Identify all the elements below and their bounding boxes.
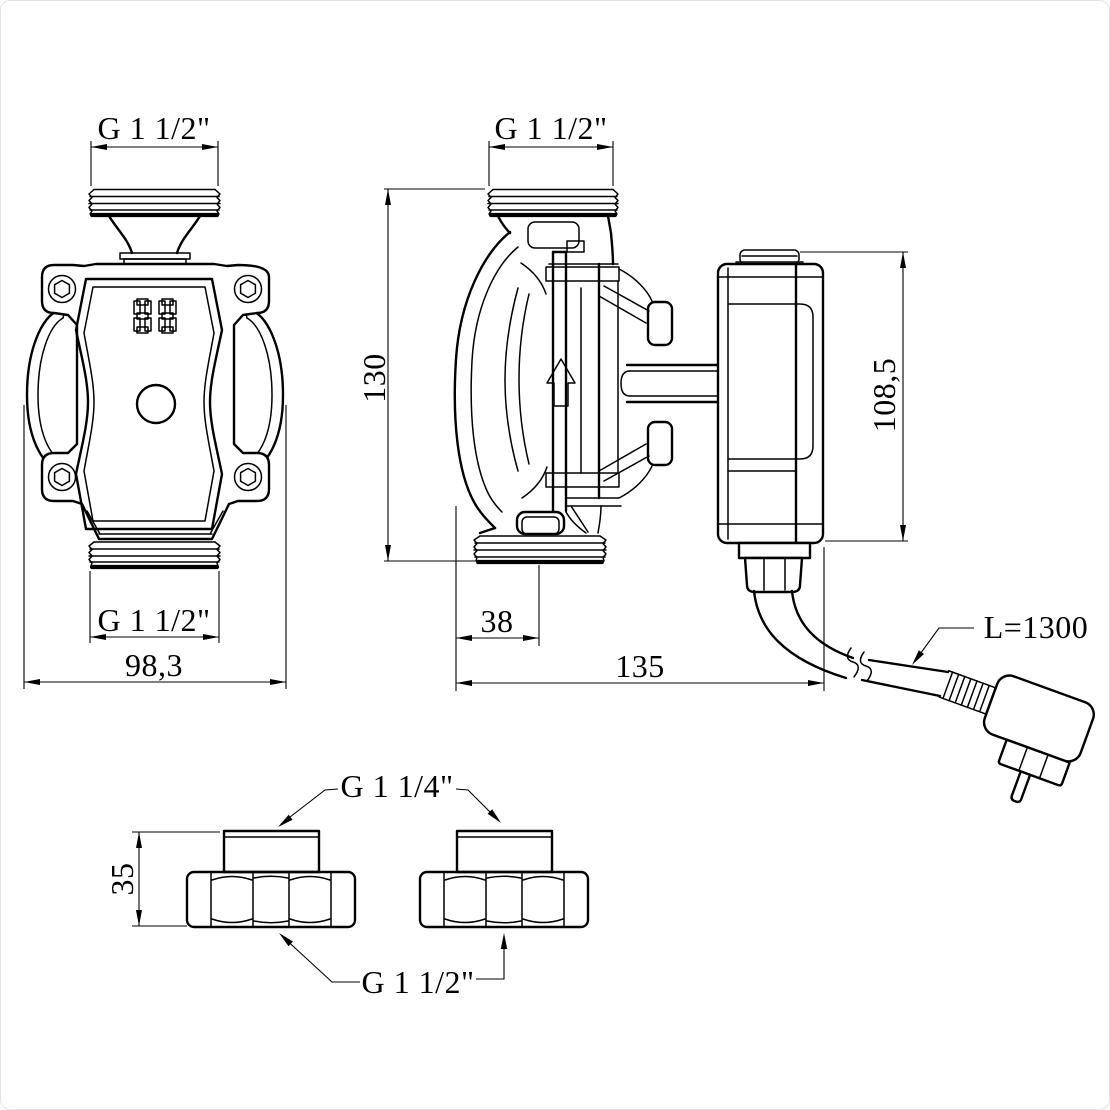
flow-arrow-icon xyxy=(546,358,576,407)
control-button xyxy=(135,383,177,425)
cable-gland xyxy=(737,541,812,594)
dim-label-width-98-3: 98,3 xyxy=(125,647,183,683)
motor-brackets xyxy=(598,268,674,499)
dimension-lines xyxy=(23,141,974,983)
front-bevel-line-left xyxy=(86,510,101,535)
dim-label-front-bottom-thread: G 1 1/2" xyxy=(97,602,211,638)
corner-screws xyxy=(47,274,263,492)
motor-neck xyxy=(620,363,721,404)
pump-head-stack xyxy=(545,250,622,533)
front-face-inner xyxy=(83,286,215,522)
inlet-left xyxy=(496,214,512,235)
fitting-left xyxy=(185,829,357,929)
dim-label-side-top-thread: G 1 1/2" xyxy=(494,110,608,146)
cable-edge2 xyxy=(790,589,855,660)
fitting-left-nut xyxy=(185,870,357,929)
seven-segment-display xyxy=(133,298,177,334)
pump-front-plate xyxy=(40,262,271,541)
plug-pin xyxy=(1010,770,1032,804)
front-view xyxy=(25,188,285,570)
power-cable xyxy=(752,589,1095,804)
power-plug xyxy=(938,669,1095,804)
dim-label-front-top-thread: G 1 1/2" xyxy=(97,110,211,146)
front-bevel-line-right xyxy=(209,510,224,535)
cable-edge3 xyxy=(860,678,942,698)
fitting-right-nut xyxy=(418,870,590,929)
dim-label-fitting-height-35: 35 xyxy=(104,862,140,896)
fitting-right xyxy=(418,829,590,929)
dim-label-height-130: 130 xyxy=(356,353,392,403)
front-top-flange xyxy=(119,252,191,260)
front-neck-right xyxy=(175,214,202,255)
dim-label-motor-height-108-5: 108,5 xyxy=(866,357,902,433)
side-bottom-port xyxy=(473,505,607,565)
cable-edge4 xyxy=(867,658,950,674)
cable-edge xyxy=(752,589,848,680)
label-fitting-nut-thread: G 1 1/2" xyxy=(361,964,475,1000)
plug-pin-block xyxy=(997,738,1071,787)
dim-label-length-135: 135 xyxy=(615,648,665,684)
inlet-passage xyxy=(527,221,580,249)
dim-label-offset-38: 38 xyxy=(480,603,514,639)
label-fitting-union-thread: G 1 1/4" xyxy=(340,768,454,804)
side-top-thread xyxy=(487,188,619,218)
label-cable-length: L=1300 xyxy=(983,609,1089,645)
volute-housing xyxy=(453,230,548,530)
front-top-thread xyxy=(88,188,221,218)
inlet-right xyxy=(606,214,615,266)
motor-box xyxy=(716,249,825,545)
side-view xyxy=(453,188,825,594)
front-bottom-thread xyxy=(88,541,221,570)
inlet-detail xyxy=(566,240,585,253)
front-neck xyxy=(107,214,134,255)
cable-break-symbol xyxy=(846,647,872,682)
